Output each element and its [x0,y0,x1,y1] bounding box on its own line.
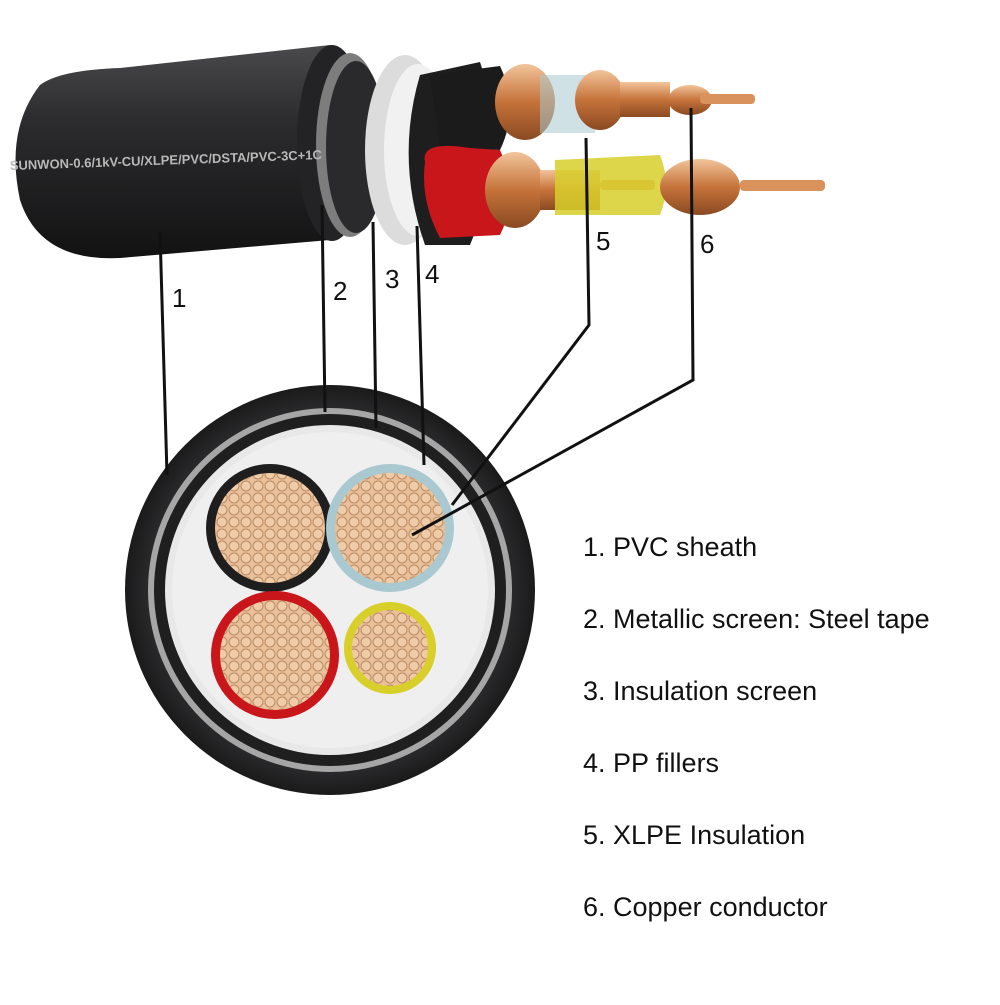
cable-cross-section [125,385,535,795]
cable-perspective: SUNWON-0.6/1kV-CU/XLPE/PVC/DSTA/PVC-3C+1… [10,45,825,259]
legend-item-copper-conductor: 6. Copper conductor [583,892,828,922]
legend-item-pp-fillers: 4. PP fillers [583,748,720,778]
callout-5: 5 [596,226,611,256]
callout-3: 3 [385,264,400,294]
leader-line-6 [411,107,695,537]
legend-item-pvc-sheath: 1. PVC sheath [583,532,758,562]
copper-strands-lower [485,152,825,228]
core-black-insulation [430,66,510,150]
leader-line-1 [158,231,169,476]
legend-item-metallic-screen: 2. Metallic screen: Steel tape [583,604,930,634]
cross-pp-fillers [172,432,488,748]
leader-lines [158,107,695,537]
legend-item-xlpe-insulation: 5. XLPE Insulation [583,820,806,850]
callout-6: 6 [700,229,715,259]
core-red-insulation [424,145,510,238]
outer-sheath [15,45,330,259]
leader-line-4 [415,225,426,466]
leader-line-3 [371,221,378,429]
cross-core-red [211,591,339,719]
cross-core-blue [326,464,454,592]
callout-4: 4 [425,259,440,289]
copper-strands-upper [495,64,755,140]
legend-item-insulation-screen: 3. Insulation screen [583,676,818,706]
cross-core-yellow [344,602,436,694]
callout-1: 1 [172,283,187,313]
cross-core-black [206,464,334,592]
callout-2: 2 [333,276,348,306]
leader-line-2 [320,204,327,413]
leader-line-5 [450,137,591,506]
